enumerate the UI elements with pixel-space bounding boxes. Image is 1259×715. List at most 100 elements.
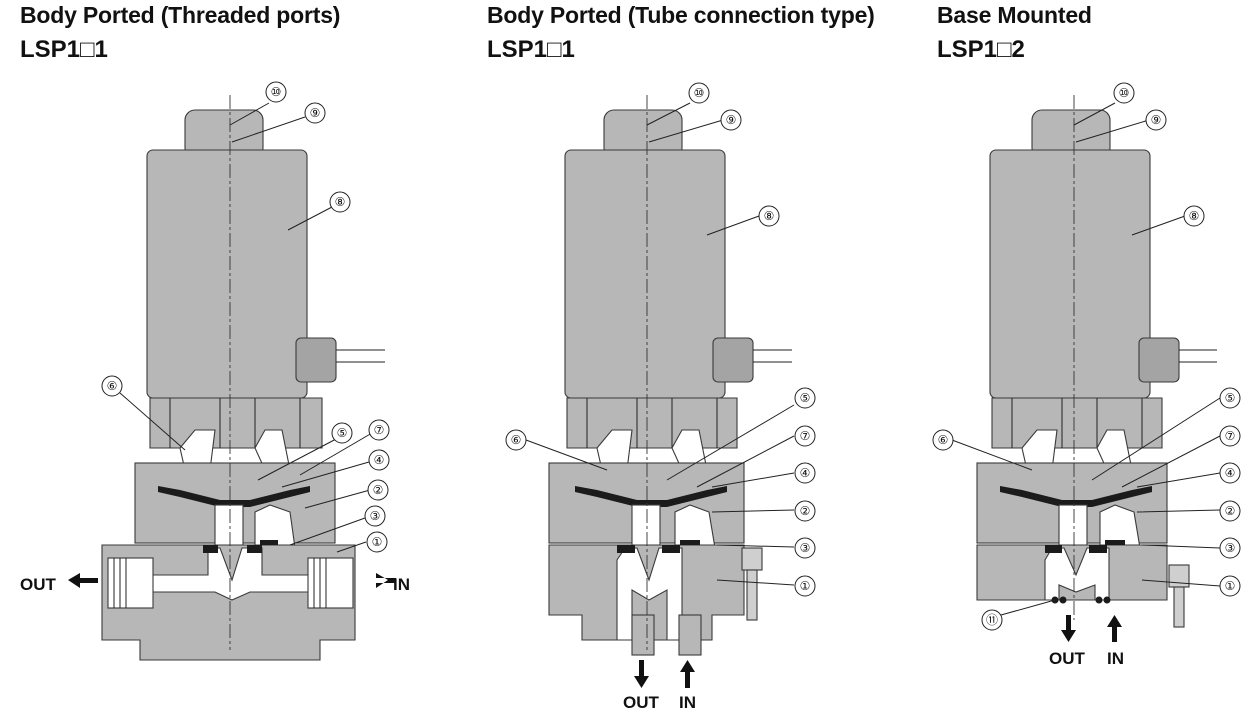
svg-text:②: ② bbox=[373, 483, 384, 497]
callout-5: ⑤ bbox=[794, 387, 816, 409]
svg-text:③: ③ bbox=[1225, 541, 1236, 555]
callout-2: ② bbox=[794, 500, 816, 522]
svg-text:⑦: ⑦ bbox=[800, 429, 811, 443]
callout-10: ⑩ bbox=[688, 82, 710, 104]
out-arrow bbox=[1061, 615, 1076, 642]
lead-connector bbox=[712, 337, 754, 383]
svg-text:⑥: ⑥ bbox=[511, 433, 522, 447]
svg-text:①: ① bbox=[800, 579, 811, 593]
callout-8: ⑧ bbox=[329, 191, 351, 213]
valve-stem bbox=[214, 504, 244, 548]
out-arrow bbox=[634, 660, 649, 688]
svg-text:④: ④ bbox=[1225, 466, 1236, 480]
callout-2: ② bbox=[1219, 500, 1241, 522]
diaphragm bbox=[1000, 486, 1152, 507]
svg-text:⑤: ⑤ bbox=[800, 391, 811, 405]
in-port-label: IN bbox=[679, 693, 696, 712]
lock-nut bbox=[566, 397, 738, 449]
lead-cable bbox=[336, 349, 385, 363]
svg-text:⑩: ⑩ bbox=[1119, 86, 1130, 100]
svg-text:⑥: ⑥ bbox=[938, 433, 949, 447]
valve-diagram-threaded: OUT IN ① ② ③ ④ ⑤ ⑥ ⑦ ⑧ ⑨ ⑩ bbox=[20, 81, 410, 661]
callout-7: ⑦ bbox=[794, 425, 816, 447]
lock-nut bbox=[149, 397, 323, 449]
svg-text:⑥: ⑥ bbox=[107, 379, 118, 393]
callout-6: ⑥ bbox=[101, 375, 123, 397]
solenoid-coil bbox=[989, 149, 1151, 399]
svg-text:④: ④ bbox=[800, 466, 811, 480]
panel-threaded-ports: Body Ported (Threaded ports) LSP1□1 bbox=[20, 0, 420, 715]
svg-text:⑦: ⑦ bbox=[1225, 429, 1236, 443]
panel-title: Body Ported (Threaded ports) bbox=[20, 2, 341, 28]
model-number: LSP1□1 bbox=[20, 36, 108, 63]
callout-3: ③ bbox=[364, 505, 386, 527]
panel-title: Base Mounted bbox=[937, 2, 1092, 28]
valve-stem bbox=[1058, 504, 1088, 548]
diaphragm bbox=[575, 486, 727, 507]
callout-4: ④ bbox=[368, 449, 390, 471]
svg-text:⑤: ⑤ bbox=[1225, 391, 1236, 405]
in-arrow bbox=[376, 573, 396, 588]
out-port-label: OUT bbox=[623, 693, 660, 712]
valve-stem bbox=[631, 504, 661, 548]
diaphragm bbox=[158, 486, 310, 507]
lock-nut bbox=[991, 397, 1163, 449]
callout-2: ② bbox=[367, 479, 389, 501]
solenoid-coil bbox=[564, 149, 726, 399]
svg-text:⑩: ⑩ bbox=[694, 86, 705, 100]
out-port-label: OUT bbox=[20, 575, 57, 594]
svg-text:⑦: ⑦ bbox=[374, 423, 385, 437]
out-port-label: OUT bbox=[1049, 649, 1086, 668]
svg-text:⑧: ⑧ bbox=[764, 209, 775, 223]
lead-cable bbox=[753, 349, 792, 363]
svg-text:⑩: ⑩ bbox=[271, 85, 282, 99]
callout-3: ③ bbox=[794, 537, 816, 559]
callout-10: ⑩ bbox=[1113, 82, 1135, 104]
model-number: LSP1□2 bbox=[937, 36, 1025, 63]
panel-title: Body Ported (Tube connection type) bbox=[487, 2, 875, 28]
svg-text:②: ② bbox=[1225, 504, 1236, 518]
svg-text:⑨: ⑨ bbox=[726, 113, 737, 127]
callout-1: ① bbox=[1219, 575, 1241, 597]
out-tube-fitting bbox=[631, 614, 655, 656]
callout-9: ⑨ bbox=[304, 102, 326, 124]
in-arrow bbox=[680, 660, 695, 688]
out-arrow bbox=[68, 573, 98, 588]
solenoid-coil bbox=[146, 149, 308, 399]
svg-text:⑧: ⑧ bbox=[335, 195, 346, 209]
svg-text:④: ④ bbox=[374, 453, 385, 467]
in-port-label: IN bbox=[393, 575, 410, 594]
callout-1: ① bbox=[794, 575, 816, 597]
in-arrow bbox=[1107, 615, 1122, 642]
lead-cable bbox=[1179, 349, 1217, 363]
svg-text:⑨: ⑨ bbox=[310, 106, 321, 120]
in-tube-fitting bbox=[678, 614, 702, 656]
svg-text:②: ② bbox=[800, 504, 811, 518]
callout-10: ⑩ bbox=[265, 81, 287, 103]
lead-connector bbox=[1138, 337, 1180, 383]
callout-5: ⑤ bbox=[331, 422, 353, 444]
svg-text:⑪: ⑪ bbox=[986, 613, 998, 627]
callout-7: ⑦ bbox=[1219, 425, 1241, 447]
callout-6: ⑥ bbox=[505, 429, 527, 451]
lead-connector bbox=[295, 337, 337, 383]
panel-base-mounted: Base Mounted LSP1□2 OUT IN ① ② bbox=[932, 0, 1259, 715]
panel-tube-connection: Body Ported (Tube connection type) LSP1□… bbox=[487, 0, 927, 715]
callout-6: ⑥ bbox=[932, 429, 954, 451]
in-port-label: IN bbox=[1107, 649, 1124, 668]
svg-text:⑨: ⑨ bbox=[1151, 113, 1162, 127]
callout-8: ⑧ bbox=[1183, 205, 1205, 227]
callout-4: ④ bbox=[794, 462, 816, 484]
model-number: LSP1□1 bbox=[487, 36, 575, 63]
svg-text:③: ③ bbox=[800, 541, 811, 555]
callout-4: ④ bbox=[1219, 462, 1241, 484]
valve-body bbox=[101, 544, 356, 661]
callout-1: ① bbox=[366, 531, 388, 553]
svg-text:①: ① bbox=[372, 535, 383, 549]
callout-3: ③ bbox=[1219, 537, 1241, 559]
callout-9: ⑨ bbox=[1145, 109, 1167, 131]
callout-11: ⑪ bbox=[981, 609, 1003, 631]
callout-9: ⑨ bbox=[720, 109, 742, 131]
svg-text:③: ③ bbox=[370, 509, 381, 523]
callout-8: ⑧ bbox=[758, 205, 780, 227]
